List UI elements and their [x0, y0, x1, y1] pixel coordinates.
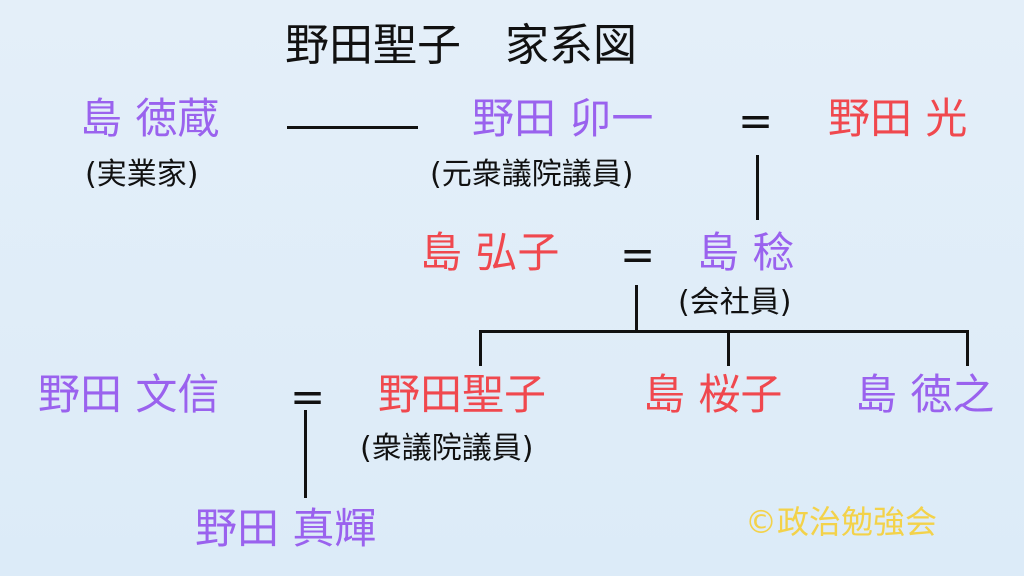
descent-line	[756, 155, 759, 220]
sibling-line	[479, 330, 969, 333]
role-shima-tokuzo: (実業家)	[85, 157, 199, 192]
role-noda-uichi: (元衆議院議員)	[430, 157, 634, 192]
person-noda-uichi: 野田 卯一	[472, 94, 654, 143]
person-noda-hikari: 野田 光	[828, 94, 968, 143]
relation-line	[287, 126, 418, 129]
marriage-symbol: =	[620, 230, 656, 279]
person-shima-noriyuki: 島 徳之	[855, 370, 995, 419]
role-noda-seiko: (衆議院議員)	[360, 431, 534, 466]
person-noda-masaki: 野田 真輝	[195, 504, 377, 553]
watermark: ©政治勉強会	[745, 503, 938, 541]
person-shima-sakurako: 島 桜子	[643, 370, 783, 419]
child-line	[966, 330, 969, 366]
descent-line	[635, 285, 638, 332]
child-line	[727, 330, 730, 366]
person-noda-seiko: 野田聖子	[378, 370, 547, 419]
person-shima-minoru: 島 稔	[697, 228, 795, 277]
person-shima-hiroko: 島 弘子	[420, 228, 560, 277]
marriage-symbol: =	[290, 372, 326, 421]
person-noda-fuminobu: 野田 文信	[38, 370, 220, 419]
person-shima-tokuzo: 島 徳蔵	[80, 94, 220, 143]
diagram-title: 野田聖子 家系図	[285, 20, 637, 71]
descent-line	[304, 410, 307, 498]
child-line	[479, 330, 482, 366]
role-shima-minoru: (会社員)	[678, 285, 792, 320]
marriage-symbol: =	[738, 96, 774, 145]
